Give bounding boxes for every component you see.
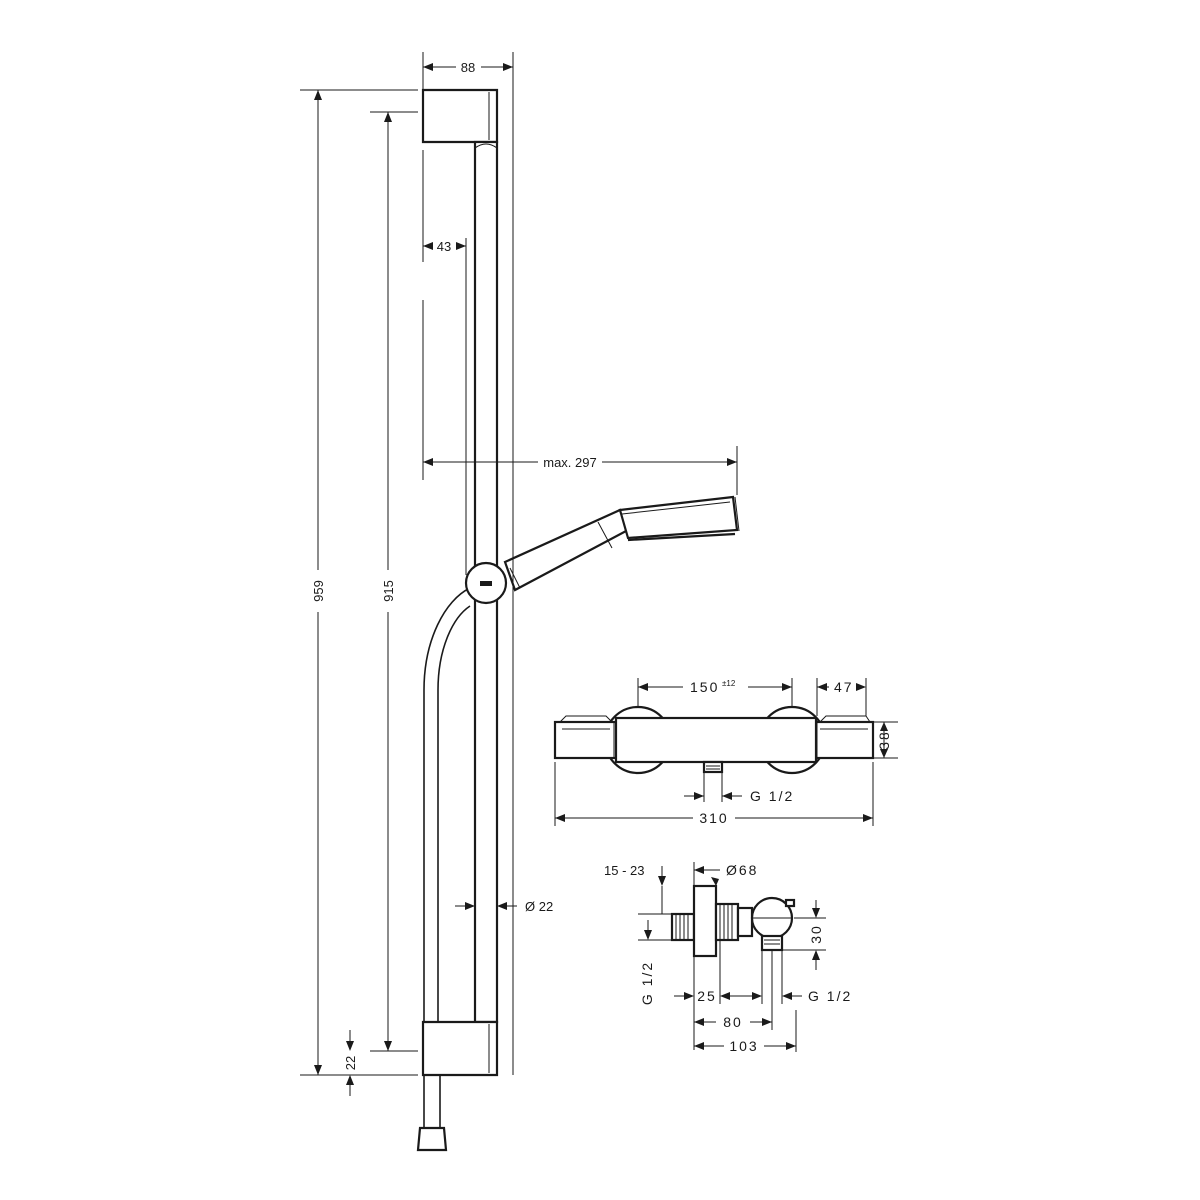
dim-38-label: 38 [876, 730, 892, 750]
valve-knob [784, 898, 796, 908]
thermostat-center [614, 716, 818, 764]
hand-shower-handle [503, 508, 630, 592]
dim-959-label: 959 [311, 580, 326, 602]
dim-150-label: 150 [690, 679, 719, 695]
dim-max-297-label: max. 297 [543, 455, 596, 470]
dim-front-g12-label: G 1/2 [750, 788, 794, 804]
hand-shower-head [618, 495, 739, 540]
outlet-nipple [702, 760, 724, 774]
dim-22-label: 22 [343, 1056, 358, 1070]
inlet-pipe [670, 912, 696, 942]
dim-80-label: 80 [723, 1014, 743, 1030]
rail-bottom-mount [421, 1020, 499, 1077]
dim-side-inlet-g12-label: G 1/2 [639, 961, 655, 1005]
shower-hose [423, 587, 471, 1022]
eccentric-connector [714, 902, 740, 942]
dim-915-label: 915 [381, 580, 396, 602]
thermostat-front-view: 150 ±12 47 38 G 1/2 310 [553, 678, 898, 826]
dim-diameter-68-label: Ø68 [726, 862, 758, 878]
dim-88-label: 88 [461, 60, 475, 75]
dim-diameter-22-label: Ø 22 [525, 899, 553, 914]
dim-43-label: 43 [437, 239, 451, 254]
dim-310-label: 310 [699, 810, 728, 826]
side-rosette [692, 884, 718, 958]
shower-rail-assembly: 88 959 915 43 max. 297 [300, 52, 740, 1152]
dim-30-label: 30 [808, 924, 824, 944]
rail-top-mount [421, 88, 499, 144]
dim-25-label: 25 [697, 988, 717, 1004]
nut [736, 906, 754, 938]
dim-47-label: 47 [834, 679, 854, 695]
dim-side-outlet-g12-label: G 1/2 [808, 988, 852, 1004]
dim-103-label: 103 [729, 1038, 758, 1054]
dim-15-23-label: 15 - 23 [604, 863, 644, 878]
hose-connector [416, 1126, 448, 1152]
side-outlet [760, 934, 784, 952]
dim-150-tolerance: ±12 [722, 679, 736, 688]
thermostat-side-view: 15 - 23 Ø68 G 1/2 25 G 1/2 30 [604, 862, 852, 1054]
